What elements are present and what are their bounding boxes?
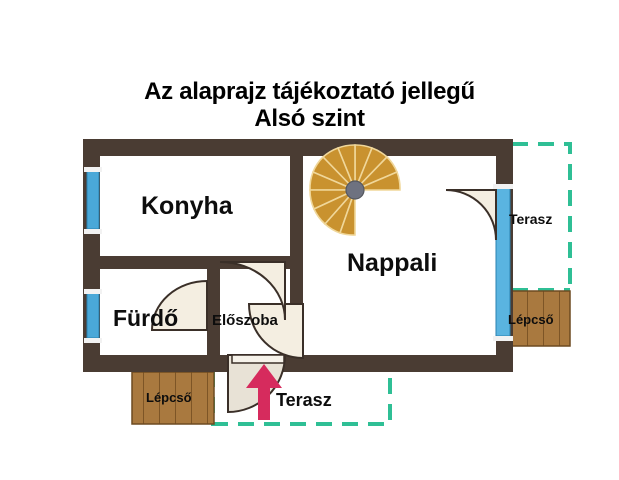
label-terasz-bottom: Terasz <box>276 390 332 410</box>
window-icon[interactable] <box>86 292 100 339</box>
door-swing-icon[interactable] <box>445 189 497 241</box>
plan-title: Az alaprajz tájékoztató jellegű Alsó szi… <box>0 78 619 132</box>
window-frame-top <box>493 184 513 189</box>
window-frame-bottom <box>84 338 102 343</box>
window-icon[interactable] <box>86 170 100 230</box>
stairs-bottom-wood <box>131 371 215 425</box>
window-frame-bottom <box>493 336 513 341</box>
wall-interior-vertical-furdo <box>207 256 220 372</box>
plan-title-line-2: Alsó szint <box>254 105 365 132</box>
door-swing-icon[interactable] <box>247 303 304 360</box>
plan-title-line-1: Az alaprajz tájékoztató jellegű <box>144 78 475 105</box>
door-nappali-terrace[interactable] <box>445 189 497 241</box>
door-eloszoba-konyha[interactable] <box>219 261 286 321</box>
door-furdo[interactable] <box>150 279 208 331</box>
room-label-nappali: Nappali <box>347 249 438 277</box>
room-label-eloszoba: Előszoba <box>212 312 278 329</box>
spiral-staircase-icon <box>309 144 401 236</box>
room-label-konyha: Konyha <box>141 192 233 220</box>
door-swing-icon[interactable] <box>219 261 286 321</box>
sliding-glass-door-right[interactable] <box>493 184 513 341</box>
terrace-right-dashed-outline <box>512 142 572 290</box>
door-swing-icon[interactable] <box>150 279 208 331</box>
entrance-arrow-shape <box>246 364 282 420</box>
entrance-arrow-icon <box>246 364 282 420</box>
stairs-bottom-deck <box>131 371 215 425</box>
door-eloszoba-nappali[interactable] <box>247 303 304 360</box>
window-left-lower[interactable] <box>84 289 102 343</box>
door-leaf <box>231 354 285 364</box>
staircase-center-hub <box>345 180 365 200</box>
room-label-furdo: Fürdő <box>113 305 179 331</box>
label-lepcso-right: Lépcső <box>508 312 554 327</box>
terrace-right-area <box>512 142 572 292</box>
window-left-upper[interactable] <box>84 167 102 234</box>
window-frame-top <box>84 167 102 172</box>
window-frame-top <box>84 289 102 294</box>
label-terasz-right: Terasz <box>509 211 553 227</box>
label-lepcso-bottom: Lépcső <box>146 390 192 405</box>
window-frame-bottom <box>84 229 102 234</box>
